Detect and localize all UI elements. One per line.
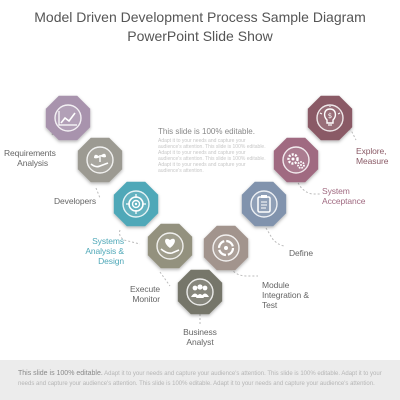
gears-icon xyxy=(287,153,305,169)
tile-octagon xyxy=(241,181,287,227)
tile-octagon xyxy=(307,95,353,141)
tile-octagon xyxy=(273,137,319,183)
tile-module-integration-test xyxy=(203,225,249,271)
label-business-analyst: Business Analyst xyxy=(183,327,217,347)
target-icon xyxy=(126,194,146,214)
tile-systems-analysis-design xyxy=(113,181,159,227)
footer-lead: This slide is 100% editable. xyxy=(18,370,103,377)
footer-bar: This slide is 100% editable. Adapt it to… xyxy=(0,360,400,400)
connector-systems xyxy=(119,229,141,245)
tile-explore-measure: $ xyxy=(307,95,353,141)
bulb-dollar-icon: $ xyxy=(319,106,341,126)
label-explore-measure: Explore, Measure xyxy=(356,146,389,166)
tile-requirements-analysis xyxy=(45,95,91,141)
tile-developers xyxy=(77,137,123,183)
tile-ring xyxy=(250,190,278,218)
label-system-acceptance: System Acceptance xyxy=(322,186,366,206)
footer-text: This slide is 100% editable. Adapt it to… xyxy=(18,369,384,389)
connector-execute xyxy=(159,271,171,287)
label-execute-monitor: Execute Monitor xyxy=(129,284,160,304)
connector-define xyxy=(265,227,285,247)
tile-business-analyst xyxy=(177,269,223,315)
clipboard-icon xyxy=(257,195,271,213)
connector-requirements xyxy=(49,118,75,141)
connector-explore xyxy=(345,125,357,141)
tile-ring xyxy=(316,104,344,132)
team-icon xyxy=(191,284,209,298)
connector-module xyxy=(225,261,258,277)
tile-execute-monitor xyxy=(147,223,193,269)
heart-hand-icon xyxy=(160,238,180,254)
tile-octagon xyxy=(45,95,91,141)
chart-icon xyxy=(58,111,77,126)
tile-system-acceptance xyxy=(273,137,319,183)
page-title: Model Driven Development Process Sample … xyxy=(34,9,366,44)
tile-octagon xyxy=(177,269,223,315)
footer-body: Adapt it to your needs and capture your … xyxy=(18,371,382,387)
svg-text:$: $ xyxy=(328,112,332,120)
tile-define xyxy=(241,181,287,227)
plant-hand-icon xyxy=(90,153,109,168)
cycle-icon xyxy=(217,239,235,257)
label-requirements-analysis: Requirements Analysis xyxy=(4,148,56,168)
center-description: This slide is 100% editable. Adapt it to… xyxy=(158,127,268,175)
tile-ring xyxy=(282,146,310,174)
label-developers: Developers xyxy=(54,196,96,206)
center-heading: This slide is 100% editable. xyxy=(158,127,255,136)
label-module-integration-test: Module Integration & Test xyxy=(262,280,309,310)
tile-ring xyxy=(186,278,214,306)
center-body: Adapt it to your needs and capture your … xyxy=(158,138,266,174)
label-systems-analysis-design: Systems Analysis & Design xyxy=(85,236,124,266)
label-define: Define xyxy=(289,248,313,258)
connector-developers xyxy=(95,187,101,199)
